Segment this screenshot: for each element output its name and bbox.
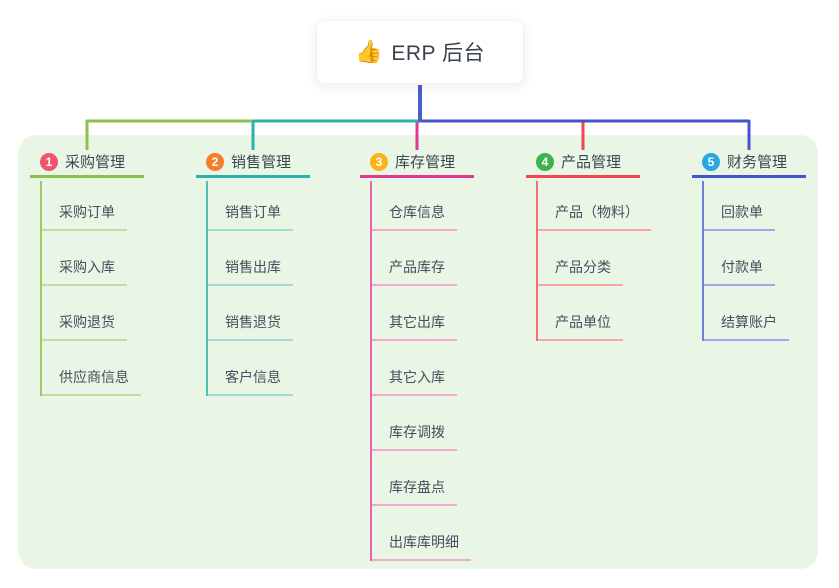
branch-node-4[interactable]: 4 产品管理 (526, 148, 640, 178)
branch-number-badge: 4 (536, 152, 554, 171)
child-node-label: 产品分类 (555, 259, 611, 275)
child-node-label: 其它出库 (389, 314, 445, 330)
branch-label: 采购管理 (65, 154, 126, 171)
child-node[interactable]: 采购退货 (42, 286, 127, 341)
root-node-erp[interactable]: 👍 ERP 后台 (316, 20, 524, 84)
branch-label: 库存管理 (395, 154, 456, 171)
child-node[interactable]: 库存盘点 (372, 451, 457, 506)
child-node-label: 付款单 (721, 259, 763, 275)
branch-number-badge: 1 (40, 152, 58, 171)
child-node-label: 采购入库 (59, 259, 115, 275)
child-node[interactable]: 销售订单 (208, 181, 293, 231)
child-node[interactable]: 付款单 (704, 231, 775, 286)
child-node[interactable]: 产品库存 (372, 231, 457, 286)
child-node-label: 出库库明细 (389, 534, 459, 550)
child-node[interactable]: 产品单位 (538, 286, 623, 341)
branch-label: 产品管理 (561, 154, 622, 171)
child-node[interactable]: 出库库明细 (372, 506, 471, 561)
branch-children-group: 回款单付款单结算账户 (702, 181, 789, 341)
child-node-label: 结算账户 (721, 314, 777, 330)
branch-number-badge: 2 (206, 152, 224, 171)
thumbs-up-icon: 👍 (354, 39, 383, 64)
child-node-label: 其它入库 (389, 369, 445, 385)
child-node[interactable]: 销售出库 (208, 231, 293, 286)
branch-children-group: 仓库信息产品库存其它出库其它入库库存调拨库存盘点出库库明细 (370, 181, 471, 561)
branch-children-group: 产品（物料） 产品分类产品单位 (536, 181, 651, 341)
child-node[interactable]: 采购入库 (42, 231, 127, 286)
child-node-label: 销售出库 (225, 259, 281, 275)
child-node-label: 采购订单 (59, 204, 115, 220)
child-node[interactable]: 库存调拨 (372, 396, 457, 451)
branch-node-3[interactable]: 3 库存管理 (360, 148, 474, 178)
child-node[interactable]: 其它入库 (372, 341, 457, 396)
child-node[interactable]: 回款单 (704, 181, 775, 231)
child-node[interactable]: 销售退货 (208, 286, 293, 341)
child-node-label: 客户信息 (225, 369, 281, 385)
child-node-label: 产品库存 (389, 259, 445, 275)
branch-label: 销售管理 (231, 154, 292, 171)
child-node-label: 销售订单 (225, 204, 281, 220)
child-node-label: 供应商信息 (59, 369, 129, 385)
child-node-label: 产品（物料） (555, 204, 639, 220)
branch-children-group: 销售订单销售出库销售退货客户信息 (206, 181, 293, 396)
child-node[interactable]: 结算账户 (704, 286, 789, 341)
branch-label: 财务管理 (727, 154, 788, 171)
child-node-label: 采购退货 (59, 314, 115, 330)
branch-number-badge: 3 (370, 152, 388, 171)
child-node[interactable]: 其它出库 (372, 286, 457, 341)
child-node-label: 回款单 (721, 204, 763, 220)
child-node-label: 产品单位 (555, 314, 611, 330)
child-node[interactable]: 仓库信息 (372, 181, 457, 231)
root-node-label: ERP 后台 (391, 42, 486, 65)
child-node-label: 仓库信息 (389, 204, 445, 220)
child-node-label: 销售退货 (225, 314, 281, 330)
child-node[interactable]: 产品分类 (538, 231, 623, 286)
branch-children-group: 采购订单采购入库采购退货供应商信息 (40, 181, 141, 396)
branch-node-2[interactable]: 2 销售管理 (196, 148, 310, 178)
child-node[interactable]: 客户信息 (208, 341, 293, 396)
child-node[interactable]: 产品（物料） (538, 181, 651, 231)
branch-node-1[interactable]: 1 采购管理 (30, 148, 144, 178)
branch-number-badge: 5 (702, 152, 720, 171)
mindmap-panel (18, 135, 818, 569)
child-node[interactable]: 采购订单 (42, 181, 127, 231)
branch-node-5[interactable]: 5 财务管理 (692, 148, 806, 178)
child-node[interactable]: 供应商信息 (42, 341, 141, 396)
child-node-label: 库存盘点 (389, 479, 445, 495)
child-node-label: 库存调拨 (389, 424, 445, 440)
